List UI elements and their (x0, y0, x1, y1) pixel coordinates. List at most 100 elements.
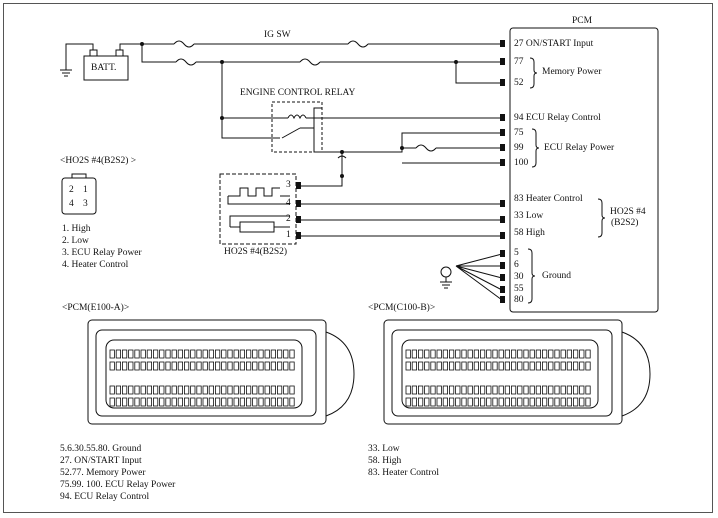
connector-pin (122, 349, 128, 359)
pin-77-label: 77 (514, 57, 524, 67)
pin-square (500, 216, 505, 223)
connector-pin (504, 397, 511, 407)
pin-6-label: 6 (514, 260, 519, 270)
c100-legend-2: 58. High (368, 456, 402, 466)
ho2s-connector-title: <HO2S #4(B2S2) > (60, 156, 137, 166)
connector-cell-4: 4 (69, 199, 74, 209)
connector-cell-2: 2 (69, 185, 74, 195)
connector-pin (473, 385, 480, 395)
junction-dot (140, 42, 144, 46)
sensor-pin-3: 3 (286, 180, 291, 190)
connector-pin (535, 361, 542, 371)
connector-pin (264, 361, 270, 371)
connector-pin (585, 397, 591, 407)
connector-pin (122, 397, 128, 407)
connector-pin (208, 397, 214, 407)
pin-square (500, 58, 505, 65)
engine-control-relay-box (271, 101, 323, 153)
connector-pin (523, 349, 529, 359)
sensor-power-wire (298, 176, 343, 187)
fuse-4-icon (299, 58, 321, 66)
connector-pin (467, 385, 473, 395)
connector-pin (177, 385, 183, 395)
pin-99-label: 99 (514, 143, 524, 153)
connector-pin (585, 349, 591, 359)
connector-pin (134, 397, 140, 407)
battery-positive-wire (119, 43, 174, 50)
connector-pin (283, 385, 289, 395)
connector-pin (523, 397, 529, 407)
sensor-pin-2: 2 (286, 214, 291, 224)
connector-pin (171, 361, 177, 371)
connector-pin (165, 349, 171, 359)
connector-pin (227, 349, 233, 359)
connector-pin (115, 361, 121, 371)
memory-52-wire (455, 62, 502, 84)
connector-pin (140, 385, 146, 395)
connector-pin (535, 385, 542, 395)
battery-ground-icon (60, 69, 72, 77)
pin-square (500, 232, 505, 239)
connector-pin (202, 385, 208, 395)
connector-pin (196, 397, 202, 407)
connector-pin (492, 361, 498, 371)
connector-pin (115, 349, 121, 359)
connector-pin (233, 397, 239, 407)
connector-pin (560, 361, 566, 371)
junction-dot (400, 146, 404, 150)
connector-pin (517, 349, 523, 359)
connector-pin (214, 397, 221, 407)
memory-bus-drop (141, 44, 176, 63)
connector-pin (529, 397, 535, 407)
connector-pin (424, 397, 430, 407)
connector-pin (233, 349, 239, 359)
connector-pin (560, 349, 566, 359)
relay-switch-icon (281, 107, 322, 139)
connector-pin (227, 361, 233, 371)
pin-5-label: 5 (514, 248, 519, 258)
e100-legend-1: 5.6.30.55.80. Ground (60, 444, 142, 454)
connector-pin (109, 349, 115, 359)
connector-pin (411, 397, 418, 407)
connector-pin (128, 349, 134, 359)
connector-pin (461, 397, 467, 407)
ho2s-brace (597, 198, 606, 238)
connector-pin (190, 385, 196, 395)
connector-pin (529, 349, 535, 359)
connector-pin (165, 361, 171, 371)
e100-legend-5: 94. ECU Relay Control (60, 492, 150, 502)
ground-brace (527, 248, 536, 304)
connector-pin (289, 385, 295, 395)
connector-pin (264, 385, 270, 395)
connector-pin (579, 361, 585, 371)
connector-pin (529, 385, 535, 395)
connector-pin (258, 397, 264, 407)
connector-pin (529, 361, 535, 371)
connector-pin (227, 385, 233, 395)
sensor-element-leads (229, 215, 290, 228)
connector-pin (239, 349, 245, 359)
ecu-relay-bus (342, 132, 502, 164)
connector-pin (566, 361, 573, 371)
connector-pin (196, 385, 202, 395)
pin-square (500, 200, 505, 207)
connector-pin (424, 349, 430, 359)
connector-pin (109, 361, 115, 371)
connector-pin (239, 361, 245, 371)
e100-legend-4: 75.99. 100. ECU Relay Power (60, 480, 176, 490)
pcm-e100-title: <PCM(E100-A)> (62, 303, 130, 313)
connector-pin (264, 397, 270, 407)
connector-pin (455, 349, 461, 359)
connector-pin (239, 385, 245, 395)
connector-pin (146, 349, 152, 359)
connector-pin (548, 349, 554, 359)
connector-pin (504, 349, 511, 359)
connector-pin (283, 361, 289, 371)
pin-52-label: 52 (514, 78, 524, 88)
connector-pin (523, 385, 529, 395)
pin-square (500, 286, 505, 293)
heater-leads (227, 195, 290, 205)
connector-pin (510, 385, 517, 395)
ho2s-group-label-2: (B2S2) (611, 218, 639, 228)
